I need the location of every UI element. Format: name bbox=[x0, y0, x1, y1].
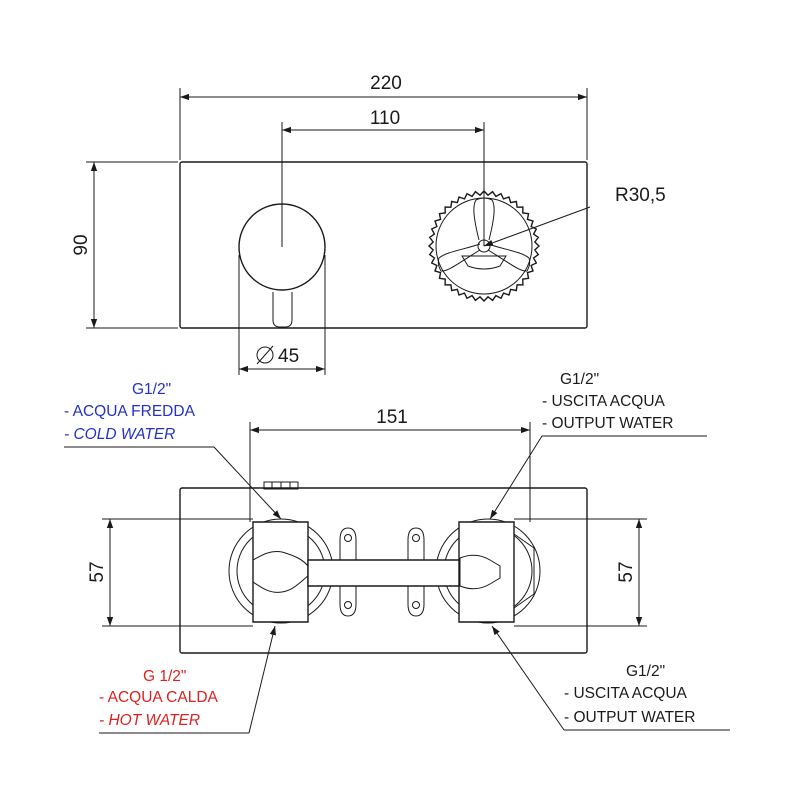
top-view-dimensions: 151 57 57 bbox=[87, 407, 647, 627]
dim-151-text: 151 bbox=[376, 407, 408, 428]
connecting-pipe bbox=[307, 559, 460, 587]
top-plate bbox=[179, 487, 588, 654]
dim-radius-text: R30,5 bbox=[615, 185, 666, 206]
knob-stem bbox=[272, 292, 293, 328]
output-top-it: - USCITA ACQUA bbox=[542, 393, 666, 410]
front-plate bbox=[179, 161, 588, 329]
output-bottom-thread: G1/2" bbox=[626, 663, 665, 680]
output-water-bottom-label: G1/2" - USCITA ACQUA - OUTPUT WATER bbox=[491, 625, 730, 731]
mounting-lug bbox=[339, 585, 357, 617]
hot-thread: G 1/2" bbox=[143, 668, 186, 685]
mounting-lug bbox=[407, 527, 425, 561]
cold-it: - ACQUA FREDDA bbox=[64, 403, 196, 420]
hot-water-label: G 1/2" - ACQUA CALDA - HOT WATER bbox=[99, 625, 276, 734]
dim-57-right-text: 57 bbox=[616, 561, 637, 582]
cold-water-label: G1/2" - ACQUA FREDDA - COLD WATER bbox=[64, 381, 282, 520]
dim-220-text: 220 bbox=[370, 73, 402, 94]
cold-leader bbox=[213, 446, 282, 520]
handwheel-gear-outline bbox=[427, 189, 541, 303]
dim-110-text: 110 bbox=[370, 108, 400, 129]
top-view bbox=[179, 481, 588, 654]
hot-it: - ACQUA CALDA bbox=[99, 689, 219, 706]
output-top-en: - OUTPUT WATER bbox=[542, 415, 673, 432]
hot-leader bbox=[248, 625, 276, 734]
dim-diameter-text: 45 bbox=[278, 346, 299, 367]
front-view-dimensions: 220 110 90 R30,5 45 bbox=[71, 73, 666, 375]
dim-radius-leader bbox=[483, 206, 591, 247]
cold-en: - COLD WATER bbox=[64, 426, 175, 443]
cold-thread: G1/2" bbox=[132, 381, 171, 398]
dim-90-text: 90 bbox=[71, 234, 92, 255]
front-view bbox=[179, 161, 588, 329]
hot-en: - HOT WATER bbox=[99, 712, 200, 729]
diameter-icon bbox=[256, 345, 274, 365]
handwheel-hub bbox=[461, 255, 507, 270]
output-bottom-it: - USCITA ACQUA bbox=[564, 685, 688, 702]
right-valve-body bbox=[435, 518, 541, 624]
output-bottom-leader bbox=[491, 625, 565, 731]
handwheel-spoke-left bbox=[437, 243, 481, 272]
handwheel-spoke-right bbox=[487, 243, 531, 272]
output-top-thread: G1/2" bbox=[560, 371, 599, 388]
mounting-lug bbox=[339, 527, 357, 561]
output-top-leader bbox=[489, 435, 543, 520]
output-water-top-label: G1/2" - USCITA ACQUA - OUTPUT WATER bbox=[489, 371, 707, 520]
mounting-lug bbox=[407, 585, 425, 617]
dim-57-left-text: 57 bbox=[87, 561, 108, 582]
output-bottom-en: - OUTPUT WATER bbox=[564, 709, 695, 726]
